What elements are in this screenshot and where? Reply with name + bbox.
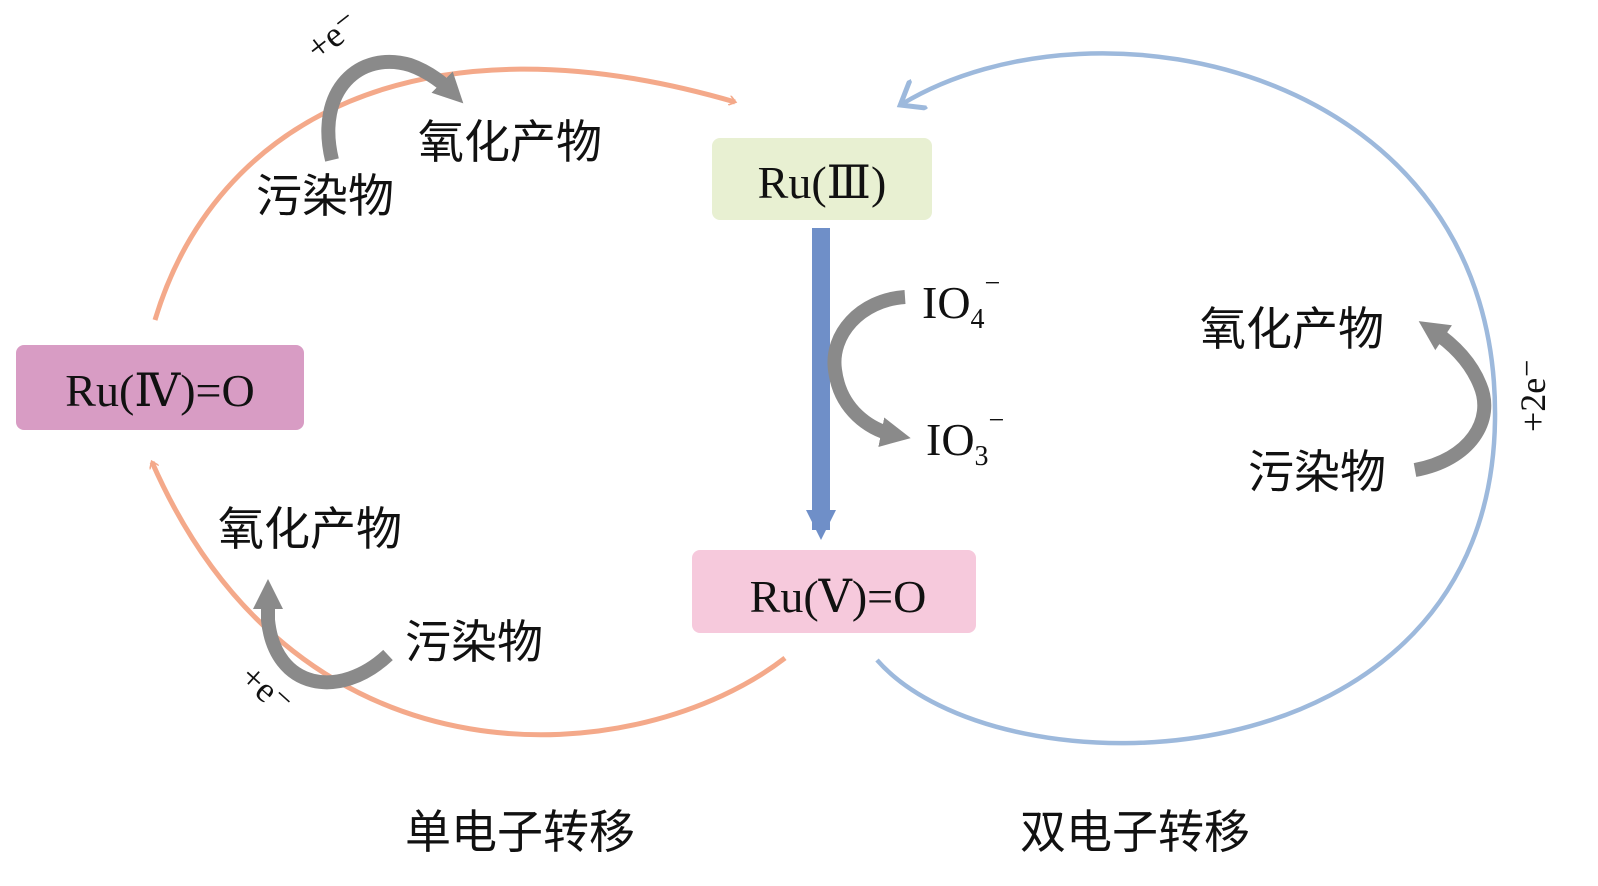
periodate-reduction-arrow (827, 290, 911, 447)
ru3-label: Ru(Ⅲ) (758, 157, 887, 208)
ru4-box (16, 345, 304, 430)
periodate-label: IO4− (922, 268, 1000, 335)
right-product-label: 氧化产物 (1200, 302, 1384, 356)
top-product-label: 氧化产物 (418, 115, 602, 169)
bottom-pollutant-label: 污染物 (405, 615, 543, 669)
ru4-label: Ru(Ⅳ)=O (65, 365, 254, 416)
single-electron-arc-top (152, 66, 735, 321)
bottom-product-label: 氧化产物 (218, 502, 402, 556)
double-electron-arc (875, 51, 1498, 746)
pollutant-oxidation-arrow-bottom (253, 579, 393, 690)
ru5-box (692, 550, 976, 633)
top-electron-label: +e⁻ (298, 3, 366, 69)
single-electron-title: 单电子转移 (405, 805, 635, 859)
double-electron-title: 双电子转移 (1020, 805, 1250, 859)
single-electron-arc-bottom (152, 462, 787, 738)
top-pollutant-label: 污染物 (256, 169, 394, 223)
right-pollutant-label: 污染物 (1248, 445, 1386, 499)
pollutant-oxidation-arrow-top (321, 54, 464, 162)
pollutant-oxidation-arrow-right (1413, 321, 1492, 477)
ru5-label: Ru(Ⅴ)=O (750, 571, 927, 622)
double-electron-label: +2e⁻ (1513, 359, 1553, 432)
ru3-box (712, 138, 932, 220)
iodate-label: IO3− (926, 405, 1004, 472)
